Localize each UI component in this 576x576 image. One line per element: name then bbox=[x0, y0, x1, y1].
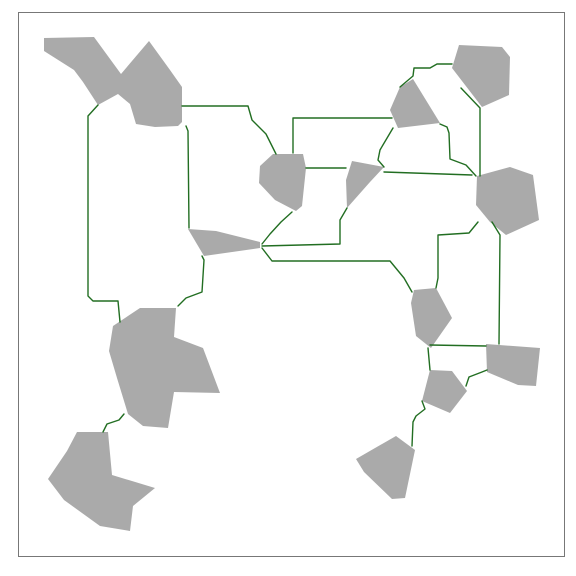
obstacle bbox=[356, 436, 415, 499]
path-segment bbox=[102, 413, 125, 433]
path-segment bbox=[177, 255, 205, 307]
obstacle bbox=[44, 37, 182, 127]
path-segment bbox=[377, 127, 394, 168]
path-segment bbox=[261, 247, 413, 293]
path-segment bbox=[435, 221, 479, 289]
path-segment bbox=[261, 211, 293, 245]
path-segment bbox=[181, 105, 277, 155]
obstacle bbox=[48, 432, 155, 531]
path-segment bbox=[383, 171, 473, 176]
path-segment bbox=[261, 207, 348, 247]
obstacle bbox=[486, 344, 540, 386]
path-segment bbox=[185, 125, 190, 229]
obstacle bbox=[476, 167, 539, 235]
path-segment bbox=[439, 123, 477, 177]
path-segment bbox=[465, 369, 488, 387]
path-segment bbox=[87, 104, 121, 323]
path-segment bbox=[292, 117, 393, 154]
obstacle bbox=[109, 308, 220, 428]
workspace-border bbox=[18, 12, 565, 557]
path-segment bbox=[491, 221, 501, 345]
obstacle bbox=[346, 161, 384, 208]
path-segment bbox=[411, 400, 426, 447]
path-segment bbox=[399, 63, 453, 88]
path-segment bbox=[429, 344, 487, 347]
obstacle bbox=[259, 154, 306, 211]
path-segment bbox=[460, 87, 481, 177]
obstacle bbox=[452, 45, 510, 107]
paths bbox=[87, 63, 501, 447]
obstacle bbox=[411, 288, 452, 348]
obstacles bbox=[44, 37, 540, 531]
path-segment bbox=[427, 347, 431, 371]
obstacle bbox=[188, 229, 260, 256]
obstacle bbox=[422, 370, 467, 413]
obstacle bbox=[390, 79, 440, 128]
